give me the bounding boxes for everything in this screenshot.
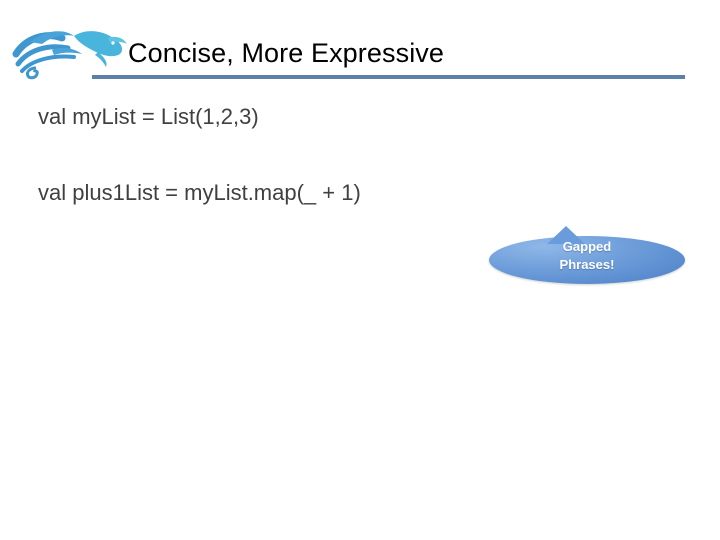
page-title: Concise, More Expressive <box>128 38 445 68</box>
code-line: val myList = List(1,2,3) <box>38 104 259 129</box>
callout-bubble: Gapped Phrases! <box>489 226 685 284</box>
wave-bird-logo-icon <box>12 24 134 80</box>
callout-pointer-icon <box>547 226 585 244</box>
callout-ellipse <box>489 236 685 284</box>
title-divider <box>92 75 685 79</box>
code-line: val plus1List = myList.map(_ + 1) <box>38 180 361 205</box>
